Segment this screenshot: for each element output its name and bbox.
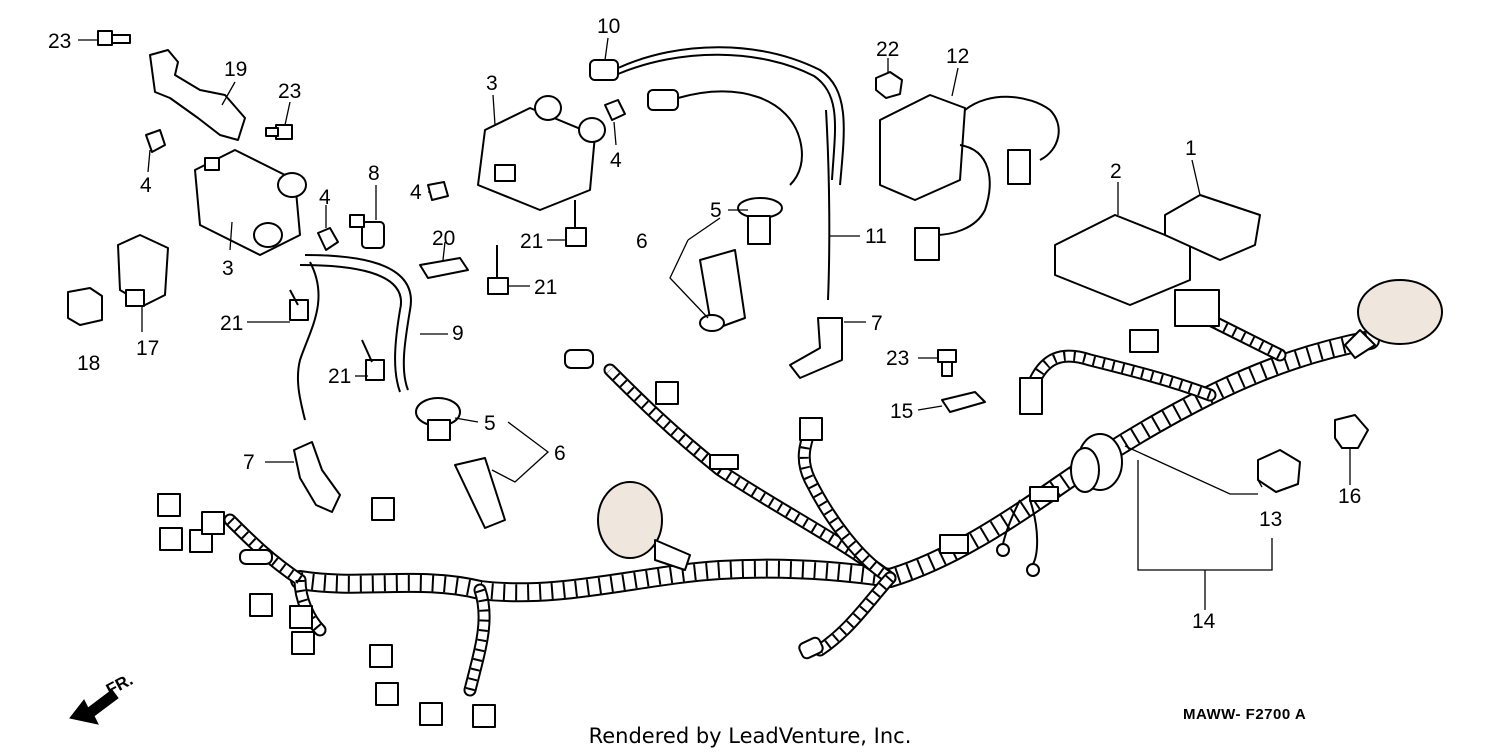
cable-11 xyxy=(825,109,831,301)
callout-23: 23 xyxy=(48,30,71,53)
callout-21: 21 xyxy=(520,230,543,253)
plug-cap-7-right xyxy=(789,317,843,379)
fuse-holder-18 xyxy=(67,287,103,326)
callout-5: 5 xyxy=(484,412,496,435)
bolt-21-lower xyxy=(487,245,509,295)
cap-10 xyxy=(589,46,845,186)
clip-20 xyxy=(419,257,469,279)
callout-4: 4 xyxy=(140,174,152,197)
callout-3: 3 xyxy=(486,72,498,95)
cable-9 xyxy=(296,254,412,421)
footer-credit: Rendered by LeadVenture, Inc. xyxy=(588,724,912,748)
callout-3: 3 xyxy=(222,257,234,280)
bracket-19 xyxy=(149,49,246,141)
callout-8: 8 xyxy=(368,162,380,185)
clip-16 xyxy=(1334,414,1369,449)
clip-4-center xyxy=(604,99,626,121)
callout-15: 15 xyxy=(890,400,913,423)
callout-1: 1 xyxy=(1185,137,1197,160)
callout-23: 23 xyxy=(886,347,909,370)
callout-11: 11 xyxy=(865,225,887,248)
plug-cap-7-left xyxy=(293,441,341,513)
boot-5-6-lower xyxy=(415,397,506,529)
bolt-23-topleft xyxy=(97,30,131,46)
callout-23: 23 xyxy=(278,80,301,103)
callout-4: 4 xyxy=(410,181,422,204)
ecu-2 xyxy=(1054,214,1191,306)
bolt-21-upper xyxy=(565,200,587,247)
clip-4-left xyxy=(145,129,166,153)
ignition-coil-3-left xyxy=(194,149,307,256)
bolt-23-right xyxy=(937,349,957,377)
bolt-21-mid xyxy=(361,339,385,381)
callout-12: 12 xyxy=(946,45,969,68)
callout-numbers: 23 19 23 4 3 4 8 18 17 21 9 21 7 10 3 4 … xyxy=(48,15,1361,633)
callout-21: 21 xyxy=(534,276,557,299)
callout-4: 4 xyxy=(610,149,622,172)
bolt-23-left xyxy=(265,124,293,140)
callout-22: 22 xyxy=(876,38,899,61)
callout-5: 5 xyxy=(710,199,722,222)
cap-center xyxy=(647,89,803,186)
relay-17 xyxy=(117,234,169,307)
bolt-21-left xyxy=(289,289,309,321)
callout-19: 19 xyxy=(224,58,247,81)
cap-8 xyxy=(349,214,385,249)
callout-21: 21 xyxy=(220,312,243,335)
front-direction-arrow: FR. xyxy=(69,670,136,725)
leader-lines xyxy=(78,37,1351,610)
callout-7: 7 xyxy=(243,451,255,474)
callout-13: 13 xyxy=(1259,508,1282,531)
callout-20: 20 xyxy=(432,227,455,250)
clip-4-lower xyxy=(427,181,449,201)
diagram-code: MAWW- F2700 A xyxy=(1183,706,1307,723)
callout-6: 6 xyxy=(554,442,566,465)
bracket-15 xyxy=(941,391,986,413)
callout-10: 10 xyxy=(597,15,620,38)
callout-7: 7 xyxy=(871,312,883,335)
ignition-coil-3-center xyxy=(477,95,606,211)
callout-2: 2 xyxy=(1110,160,1122,183)
callout-14: 14 xyxy=(1192,610,1216,633)
nut-22 xyxy=(875,71,903,99)
callout-17: 17 xyxy=(136,337,159,360)
main-wire-harness xyxy=(157,279,1443,728)
callout-4: 4 xyxy=(319,186,331,209)
boot-5-6-upper xyxy=(699,197,783,332)
regulator-12 xyxy=(879,94,1060,261)
callout-9: 9 xyxy=(452,322,464,345)
callout-6: 6 xyxy=(636,230,648,253)
relay-13 xyxy=(1257,449,1301,493)
callout-16: 16 xyxy=(1338,485,1361,508)
callout-21: 21 xyxy=(328,365,351,388)
clip-4-mid xyxy=(317,227,339,251)
callout-18: 18 xyxy=(77,352,100,375)
